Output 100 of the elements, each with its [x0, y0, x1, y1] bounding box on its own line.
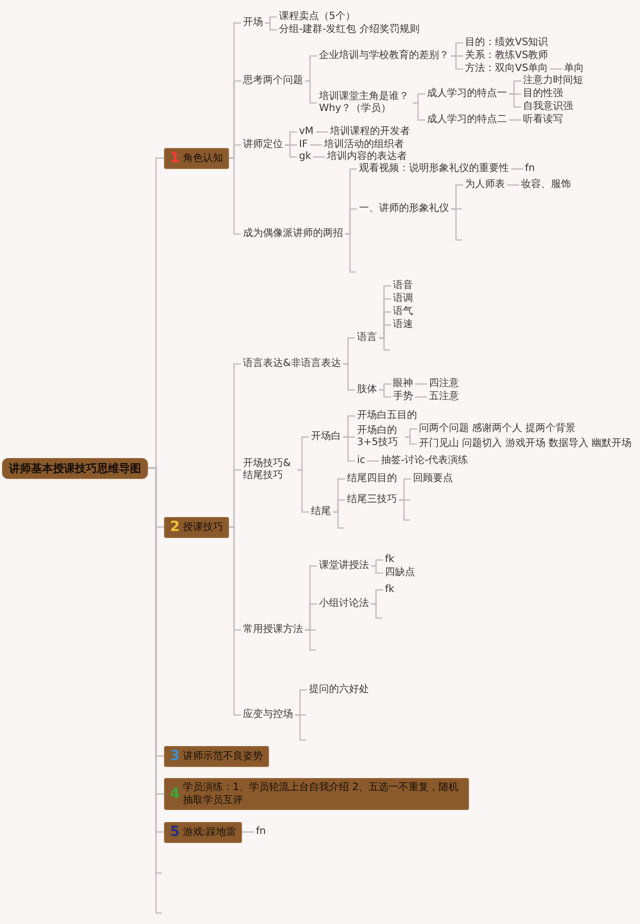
- subtopic-label: 开场技巧&结尾技巧: [241, 458, 297, 482]
- branch-line: [242, 831, 254, 833]
- branch-line: [310, 144, 322, 146]
- branch-line: [415, 396, 427, 398]
- topic-box: [164, 516, 229, 538]
- topic-box: [164, 778, 469, 810]
- topic-box: [164, 746, 269, 766]
- branch-line: [413, 102, 425, 121]
- topic-label: 学员演练：1、学员轮流上台自我介绍 2、五选一不重复，随机抽取学员互评: [182, 781, 460, 807]
- subtopic-label: 成人学习的特点二: [425, 114, 509, 126]
- subtopic-label: 语音: [391, 280, 415, 292]
- subtopic-label: 课程卖点（5个）: [277, 11, 358, 23]
- subtopic-label: 回顾要点: [411, 473, 455, 485]
- topic-label: 授课技巧: [182, 520, 223, 534]
- subtopic-label: 小组讨论法: [317, 598, 371, 610]
- branch-line: [345, 233, 356, 273]
- subtopic-label: 语速: [391, 319, 415, 331]
- branch-line: [371, 603, 382, 619]
- branch-line: [285, 144, 297, 158]
- subtopic-label: fn: [523, 163, 537, 175]
- branch-line: [229, 157, 241, 235]
- branch-line: [343, 363, 355, 391]
- branch-line: [509, 93, 521, 108]
- subtopic-label: 结尾四目的: [345, 473, 399, 485]
- subtopic-label: vM: [297, 126, 316, 138]
- subtopic-label: 一、讲师的形象礼仪: [357, 203, 451, 215]
- branch-line: [550, 68, 562, 70]
- topic-number: 2: [170, 520, 180, 534]
- branch-line: [379, 389, 391, 398]
- topic-number: 3: [170, 748, 180, 764]
- topic-number: 1: [170, 150, 180, 166]
- subtopic-label: 开场: [241, 17, 265, 29]
- branch-line: [507, 184, 519, 186]
- subtopic-label: fk: [383, 554, 396, 566]
- branch-line: [451, 208, 462, 241]
- subtopic-label: 目的：绩效VS知识: [463, 37, 550, 49]
- subtopic-label: gk: [297, 151, 314, 163]
- subtopic-label: 提问的六好处: [307, 684, 371, 696]
- topic-number: 5: [170, 824, 180, 840]
- subtopic-label: 妆容、服饰: [519, 179, 573, 191]
- subtopic-label: 五注意: [427, 391, 461, 403]
- subtopic-label: 开场白的3+5技巧: [355, 425, 405, 449]
- subtopic-label: 为人师表: [463, 179, 507, 191]
- subtopic-label: 肢体: [355, 384, 379, 396]
- branch-line: [451, 55, 463, 70]
- subtopic-label: 成人学习的特点一: [425, 88, 509, 100]
- branch-line: [371, 565, 383, 574]
- subtopic-label: 语调: [391, 293, 415, 305]
- branch-line: [305, 80, 317, 104]
- subtopic-label: 四缺点: [383, 567, 417, 579]
- subtopic-label: 四注意: [427, 378, 461, 390]
- subtopic-label: 培训课堂主角是谁？Why？（学员）: [317, 91, 413, 115]
- subtopic-label: 听看读写: [521, 114, 565, 126]
- branch-line: [367, 460, 379, 462]
- topic-label: 角色认知: [182, 152, 223, 164]
- subtopic-label: 关系：教练VS教师: [463, 50, 550, 62]
- subtopic-label: 企业培训与学校教育的差别？: [317, 50, 451, 62]
- subtopic-label: 讲师定位: [241, 139, 285, 151]
- subtopic-label: fk: [383, 584, 396, 596]
- subtopic-label: 课堂讲授法: [317, 560, 371, 572]
- subtopic-label: 培训课程的开发者: [328, 126, 412, 138]
- subtopic-label: 手势: [391, 391, 415, 403]
- branch-line: [316, 131, 328, 133]
- subtopic-label: 注意力时间短: [521, 75, 585, 87]
- subtopic-label: 抽签-讨论-代表演练: [379, 455, 470, 467]
- subtopic-label: 自我意识强: [521, 101, 575, 113]
- subtopic-label: 分组-建群-发红包 介绍奖罚规则: [277, 24, 422, 36]
- branch-line: [305, 629, 316, 651]
- topic-label: 游戏:踩地雷: [182, 826, 236, 838]
- topic-box: [164, 148, 229, 168]
- subtopic-label: 目的性强: [521, 88, 565, 100]
- subtopic-label: ic: [355, 455, 368, 467]
- topic-box: [164, 822, 242, 842]
- subtopic-label: 常用授课方法: [241, 624, 305, 636]
- subtopic-label: 结尾: [309, 506, 333, 518]
- subtopic-label: 开门见山 问题切入 游戏开场 数据导入 幽默开场: [417, 438, 634, 450]
- branch-line: [343, 436, 355, 462]
- branch-line: [399, 499, 410, 521]
- branch-line: [333, 511, 344, 529]
- subtopic-label: 培训活动的组织者: [322, 139, 406, 151]
- branch-line: [297, 469, 309, 513]
- branch-line: [313, 156, 325, 158]
- topic-label: 讲师示范不良姿势: [182, 750, 263, 762]
- subtopic-label: IF: [297, 139, 310, 151]
- branch-line: [405, 436, 417, 445]
- branch-line: [229, 526, 241, 716]
- branch-line: [265, 22, 277, 31]
- subtopic-label: 思考两个问题: [241, 75, 305, 87]
- branch-line: [509, 119, 521, 121]
- subtopic-label: 问两个问题 感谢两个人 提两个背景: [417, 423, 578, 435]
- subtopic-label: 方法：双向VS单向: [463, 63, 550, 75]
- subtopic-label: 眼神: [391, 378, 415, 390]
- subtopic-label: 开场白五目的: [355, 410, 419, 422]
- subtopic-label: 语气: [391, 306, 415, 318]
- branch-line: [511, 168, 523, 170]
- branch-line: [379, 337, 390, 351]
- subtopic-label: 观看视频：说明形象礼仪的重要性: [357, 163, 511, 175]
- branch-line: [295, 714, 306, 741]
- subtopic-label: 开场白: [309, 431, 343, 443]
- subtopic-label: 培训内容的表达者: [325, 151, 409, 163]
